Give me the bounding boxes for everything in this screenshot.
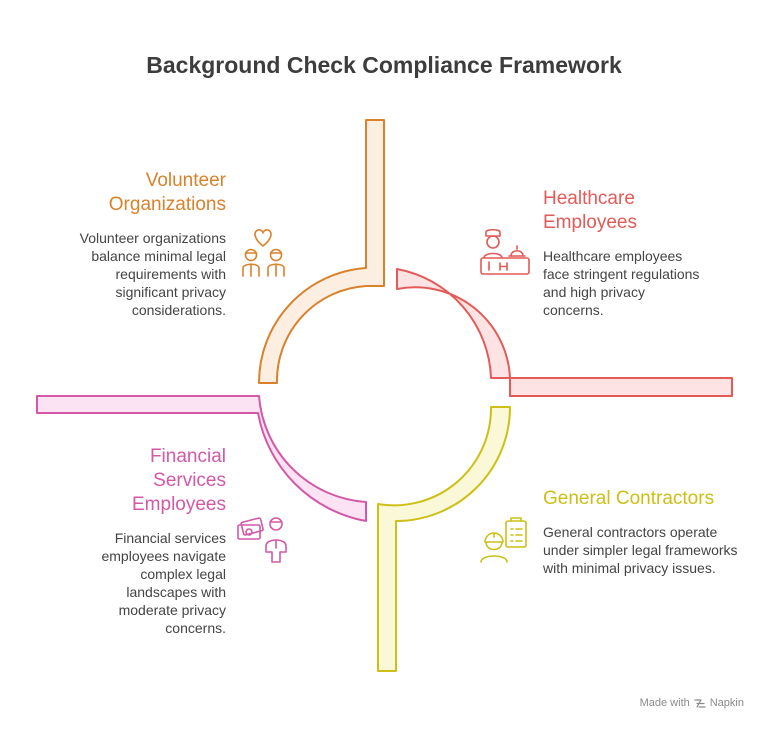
- volunteer-heading: Volunteer Organizations: [108, 170, 226, 215]
- made-with-label: Made with: [639, 697, 690, 709]
- contractor-clipboard-icon: [480, 517, 527, 563]
- contractors-heading: General Contractors: [543, 488, 715, 509]
- footer-credit: Made with Napkin: [640, 697, 744, 709]
- page-title: Background Check Compliance Framework: [146, 52, 622, 78]
- yellow-arc-segment: [377, 406, 511, 672]
- healthcare-heading: Healthcare Employees: [543, 188, 637, 233]
- healthcare-description: Healthcare employees face stringent regu…: [543, 248, 700, 318]
- orange-arc-segment: [257, 119, 385, 384]
- pink-arc-segment: [36, 395, 367, 522]
- financial-heading: Financial Services Employees: [132, 446, 226, 515]
- financial-worker-icon: [237, 517, 287, 563]
- contractors-description: General contractors operate under simple…: [543, 524, 738, 576]
- volunteers-heart-icon: [242, 229, 285, 277]
- healthcare-worker-icon: [480, 228, 530, 275]
- napkin-brand-label: Napkin: [709, 697, 744, 709]
- red-arc-segment: [396, 268, 733, 397]
- volunteer-description: Volunteer organizations balance minimal …: [79, 230, 226, 318]
- napkin-logo-icon: [694, 698, 706, 708]
- financial-description: Financial services employees navigate co…: [101, 530, 226, 636]
